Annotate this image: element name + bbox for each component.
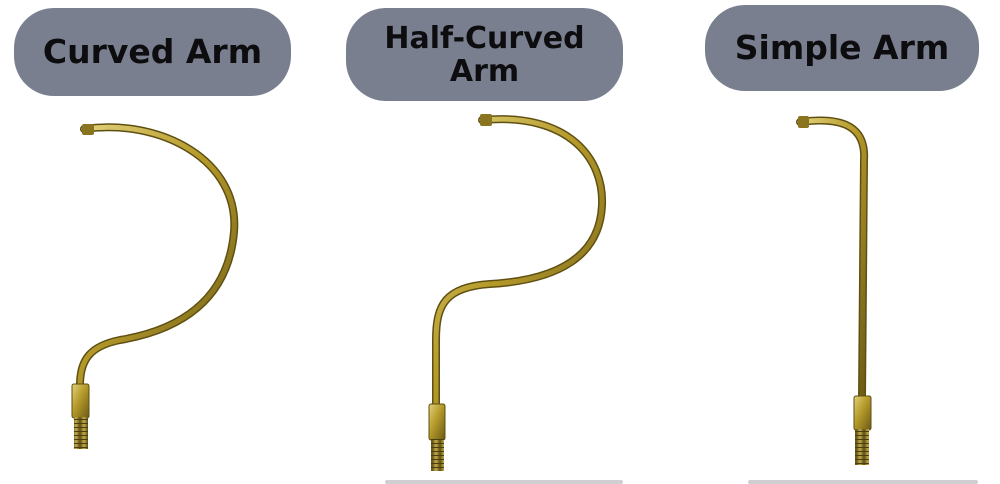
simple-arm-image bbox=[796, 116, 872, 465]
bottom-divider-left bbox=[385, 480, 623, 484]
half-curved-arm-image bbox=[428, 114, 607, 471]
half-curved-arm-label-pill: Half-Curved Arm bbox=[346, 8, 623, 101]
curved-arm-label: Curved Arm bbox=[42, 32, 263, 71]
simple-arm-label-pill: Simple Arm bbox=[705, 5, 979, 91]
curved-arm-image bbox=[71, 123, 239, 449]
bottom-divider-right bbox=[748, 480, 978, 484]
simple-arm-label: Simple Arm bbox=[734, 28, 950, 67]
curved-arm-label-pill: Curved Arm bbox=[14, 8, 291, 96]
half-curved-arm-label: Half-Curved Arm bbox=[384, 20, 585, 89]
